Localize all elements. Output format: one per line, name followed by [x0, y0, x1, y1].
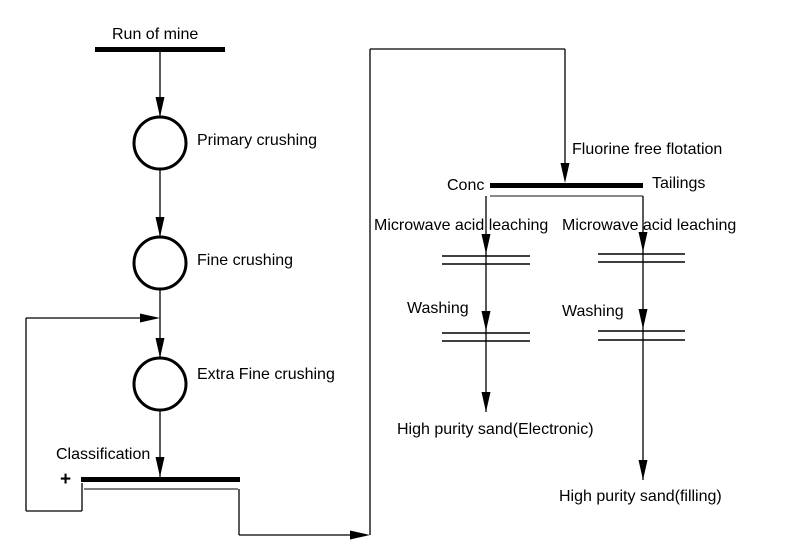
washing-left-label: Washing — [407, 300, 469, 317]
primary-crushing-circle — [132, 115, 188, 171]
conc-label: Conc — [447, 177, 485, 194]
oversize-plus-label: + — [60, 469, 72, 490]
tailings-leaching-filter — [598, 253, 685, 263]
underflow-to-flotation-lines — [238, 48, 566, 536]
down-arrowheads — [155, 97, 648, 480]
recycle-loop-lines — [25, 317, 144, 512]
tailings-label: Tailings — [652, 175, 706, 192]
washing-right-label: Washing — [562, 303, 624, 320]
classification-screen-bar — [81, 477, 240, 482]
fine-crushing-label: Fine crushing — [197, 252, 294, 269]
flotation-bar — [490, 183, 643, 188]
right-arrowheads — [140, 313, 370, 540]
run-of-mine-label: Run of mine — [112, 26, 199, 43]
tailings-washing-filter — [598, 330, 685, 341]
extra-fine-crushing-circle — [132, 356, 188, 412]
classification-label: Classification — [56, 446, 151, 463]
fluorine-free-flotation-label: Fluorine free flotation — [572, 141, 723, 158]
fine-crushing-circle — [132, 235, 188, 291]
product-electronic-label: High purity sand(Electronic) — [397, 421, 594, 438]
run-of-mine-bar — [95, 47, 225, 52]
product-filling-label: High purity sand(filling) — [559, 488, 722, 505]
microwave-acid-leaching-left-label: Microwave acid leaching — [374, 217, 549, 234]
conc-washing-filter — [442, 332, 530, 342]
microwave-acid-leaching-right-label: Microwave acid leaching — [562, 217, 737, 234]
extra-fine-crushing-label: Extra Fine crushing — [197, 366, 335, 383]
conc-leaching-filter — [442, 255, 530, 265]
primary-crushing-label: Primary crushing — [197, 132, 318, 149]
